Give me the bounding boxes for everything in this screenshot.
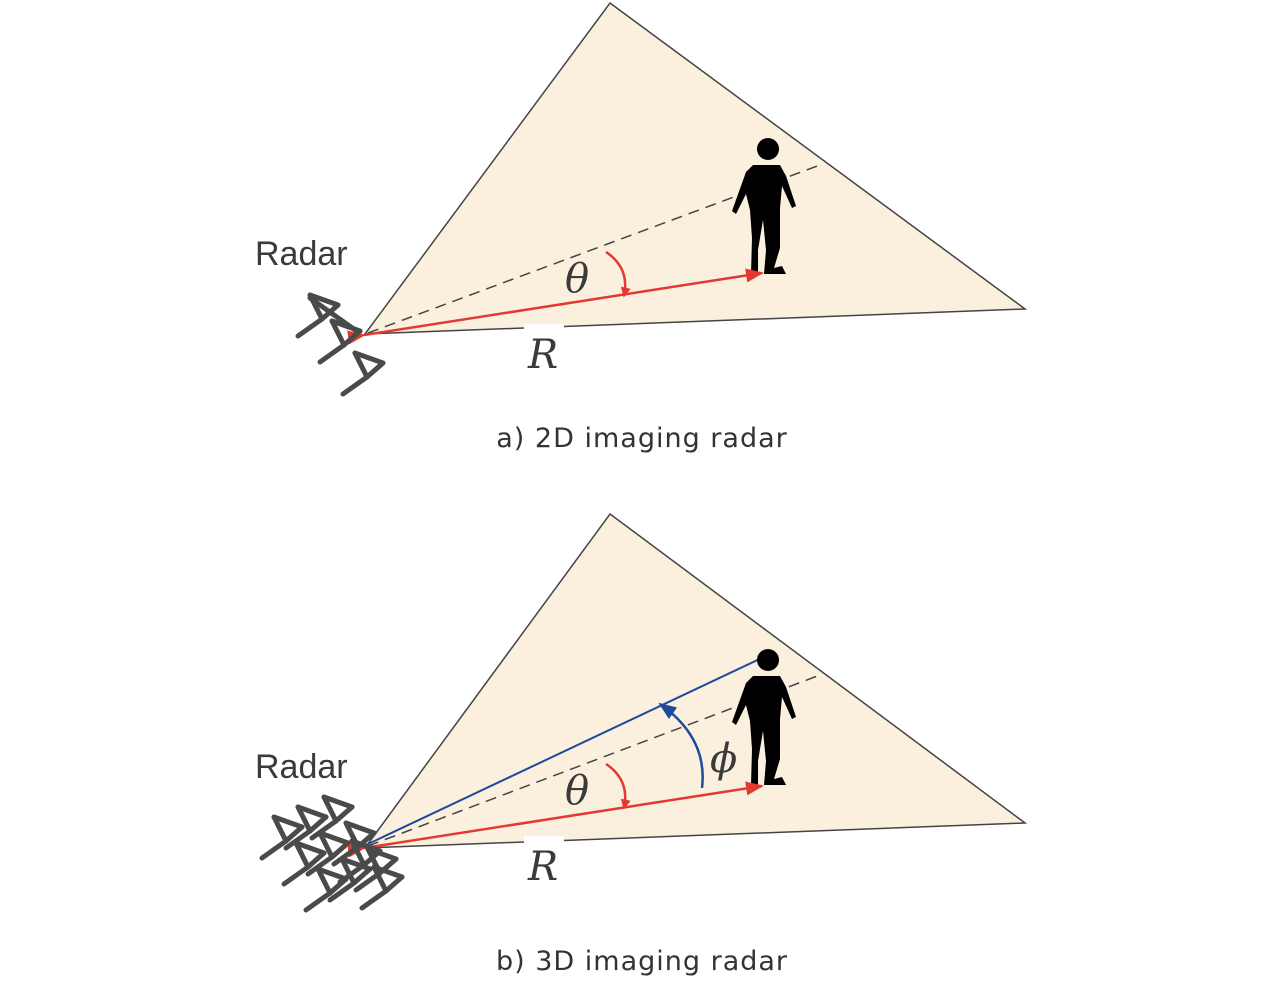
range-symbol: R [527,332,558,378]
range-arrow [347,781,764,858]
range-label-background [524,836,564,884]
range-label-background [524,324,564,372]
azimuth-angle-arc [605,762,631,810]
caption-b: b) 3D imaging radar [496,946,788,977]
yagi-antenna-icon [262,797,402,910]
radar-label: Radar [255,235,348,273]
azimuth-angle-arc [605,250,631,298]
panel-b-3d-imaging-radar: θ ϕ R Radar b) 3D imaging radar [255,512,1028,977]
caption-a: a) 2D imaging radar [496,423,787,454]
theta-symbol: θ [565,768,589,814]
phi-symbol: ϕ [710,736,737,782]
range-arrow [347,268,764,345]
yagi-antenna-icon [298,295,383,394]
panel-a-2d-imaging-radar: θ R Radar a) 2D imaging radar [255,1,1028,454]
elevation-angle-arc [658,702,704,789]
radar-label: Radar [255,748,348,786]
range-symbol: R [527,844,558,890]
theta-symbol: θ [565,256,589,302]
